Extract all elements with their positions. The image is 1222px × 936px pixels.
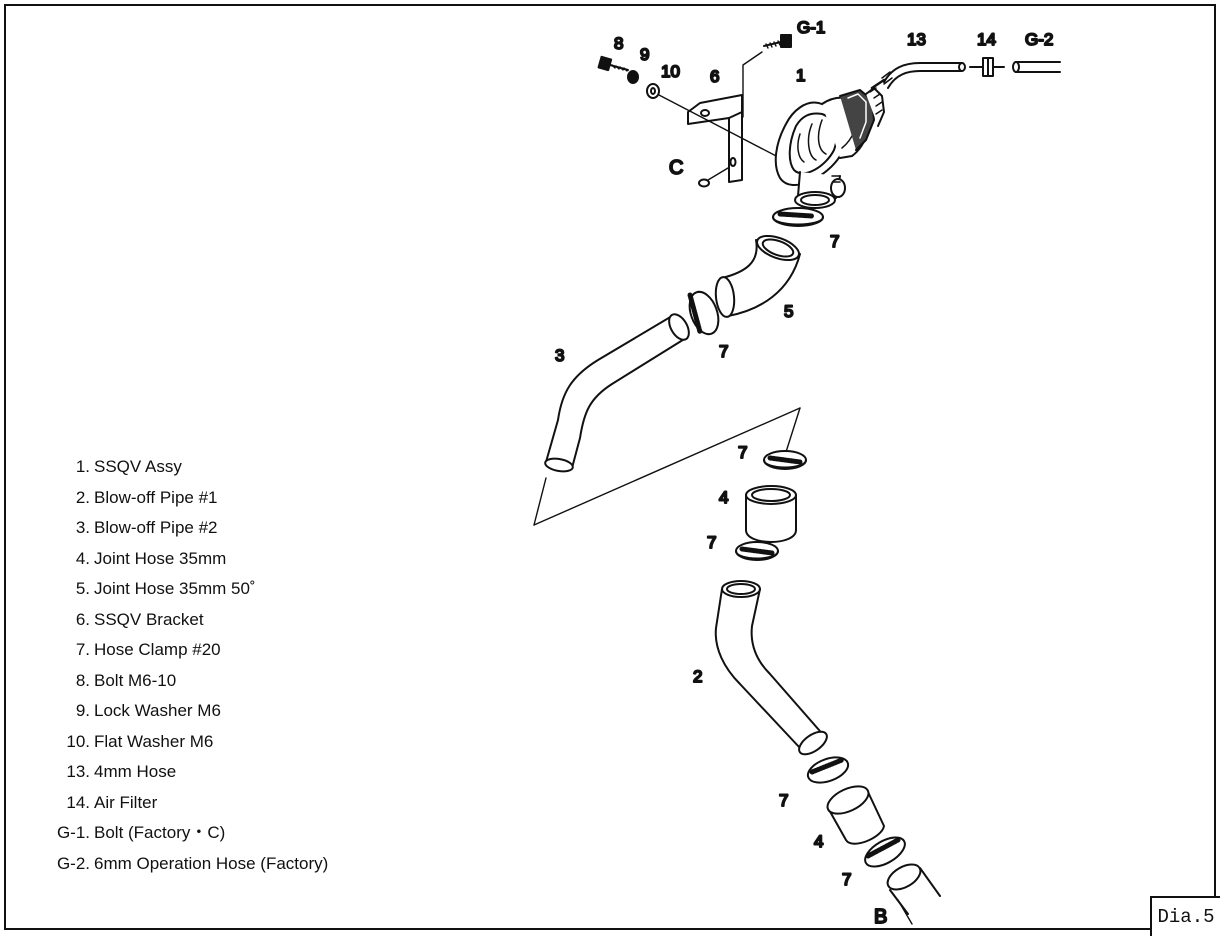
flat-washer-part xyxy=(646,83,660,99)
legend-item: 2.Blow-off Pipe #1 xyxy=(0,483,430,514)
4mm-hose-part xyxy=(883,62,966,89)
legend-item: G-1.Bolt (Factory・C) xyxy=(0,818,430,849)
callout-3: 3 xyxy=(555,346,564,365)
joint-hose-35mm-part xyxy=(745,485,797,543)
legend-item-number: 2. xyxy=(75,487,90,507)
legend-item-number: 5. xyxy=(75,579,90,598)
legend-item-label: Flat Washer M6 xyxy=(94,731,214,751)
legend-item-label: SSQV Assy xyxy=(94,457,182,476)
callout-c: C xyxy=(669,157,683,179)
callout-7-joint-bottom: 7 xyxy=(707,533,716,552)
hose-clamp-part xyxy=(687,290,720,336)
legend-item-label: Joint Hose 35mm 50˚ xyxy=(94,579,256,598)
legend-item-number: 6. xyxy=(75,609,90,629)
page-frame xyxy=(4,4,1216,930)
ssqv-bracket-part xyxy=(687,94,743,183)
bolt-g1-leader xyxy=(742,51,763,118)
legend-item: 6.SSQV Bracket xyxy=(0,605,430,636)
legend-item-number: 10. xyxy=(66,731,90,751)
assembly-leader-line xyxy=(658,94,781,159)
legend-item: 14.Air Filter xyxy=(0,788,430,819)
callout-g1: G-1 xyxy=(797,18,825,37)
legend-item-label: Blow-off Pipe #2 xyxy=(94,518,218,537)
hose-clamp-part xyxy=(735,541,779,561)
blow-off-pipe-2-part xyxy=(544,313,690,473)
legend-item-number: 7. xyxy=(75,640,90,659)
blow-off-pipe-1-part xyxy=(714,580,828,756)
callout-4-upper: 4 xyxy=(719,488,728,507)
legend-item-label: 4mm Hose xyxy=(94,762,177,781)
hose-clamp-part xyxy=(864,836,906,868)
joint-hose-50deg-part xyxy=(714,234,801,318)
joint-hose-35mm-part xyxy=(826,785,885,845)
legend-item: 8.Bolt M6-10 xyxy=(0,666,430,697)
callout-g2: G-2 xyxy=(1025,30,1053,49)
legend-item-number: 8. xyxy=(75,670,90,690)
bracket-point-c xyxy=(698,167,729,188)
legend-item-label: SSQV Bracket xyxy=(94,609,204,629)
hose-clamp-part xyxy=(772,207,824,227)
bolt-m6-10-part xyxy=(597,55,629,72)
legend-item-number: 9. xyxy=(75,701,90,720)
legend-item-number: 3. xyxy=(75,518,90,537)
legend-item: 4.Joint Hose 35mm xyxy=(0,544,430,575)
callout-1: 1 xyxy=(796,66,805,85)
callout-2: 2 xyxy=(693,667,702,686)
callout-7-lower: 7 xyxy=(779,791,788,810)
callout-7-upper: 7 xyxy=(830,232,839,251)
legend-item: 5.Joint Hose 35mm 50˚ xyxy=(0,574,430,605)
ssqv-valve-part xyxy=(774,71,893,209)
lock-washer-part xyxy=(627,70,639,84)
legend-item-label: Bolt (Factory・C) xyxy=(94,823,226,842)
legend-item-label: 6mm Operation Hose (Factory) xyxy=(94,853,329,873)
bolt-factory-part xyxy=(763,34,792,49)
legend-item-label: Joint Hose 35mm xyxy=(94,548,227,568)
legend-item-number: 13. xyxy=(66,762,90,781)
diagram-label: Dia.5 xyxy=(1150,896,1220,936)
legend-item-label: Air Filter xyxy=(94,792,158,812)
legend-item-label: Lock Washer M6 xyxy=(94,701,221,720)
legend-item: 7.Hose Clamp #20 xyxy=(0,635,430,666)
callout-6: 6 xyxy=(710,67,719,86)
operation-hose-part xyxy=(1012,61,1061,73)
legend-item: 10.Flat Washer M6 xyxy=(0,727,430,758)
callout-9: 9 xyxy=(640,45,649,64)
legend-item: 3.Blow-off Pipe #2 xyxy=(0,513,430,544)
legend-item: G-2.6mm Operation Hose (Factory) xyxy=(0,849,430,880)
section-connector-lines xyxy=(533,407,801,526)
air-filter-part xyxy=(969,57,1005,77)
callout-13: 13 xyxy=(907,30,926,49)
legend-item: 9.Lock Washer M6 xyxy=(0,696,430,727)
hose-clamp-part xyxy=(763,450,807,470)
legend-item-number: 1. xyxy=(75,457,90,476)
callout-7-bottom: 7 xyxy=(842,870,851,889)
callout-7-mid: 7 xyxy=(719,342,728,361)
legend-item-number: G-2. xyxy=(56,853,90,873)
callout-7-joint-top: 7 xyxy=(738,443,747,462)
legend-item: 13.4mm Hose xyxy=(0,757,430,788)
callout-b: B xyxy=(874,906,887,928)
legend-item: 1.SSQV Assy xyxy=(0,452,430,483)
callout-4-lower: 4 xyxy=(814,832,823,851)
legend-item-label: Bolt M6-10 xyxy=(94,670,177,690)
legend-item-number: 4. xyxy=(75,548,90,568)
legend-item-label: Blow-off Pipe #1 xyxy=(94,487,218,507)
callout-8: 8 xyxy=(614,34,623,53)
callout-5: 5 xyxy=(784,302,793,321)
hose-clamp-part xyxy=(806,756,850,784)
callout-14: 14 xyxy=(977,30,996,49)
pipe-end-b xyxy=(886,863,941,925)
legend-item-number: 14. xyxy=(66,792,90,812)
legend-item-number: G-1. xyxy=(56,823,90,842)
callout-10: 10 xyxy=(661,62,680,81)
legend-item-label: Hose Clamp #20 xyxy=(94,640,221,659)
